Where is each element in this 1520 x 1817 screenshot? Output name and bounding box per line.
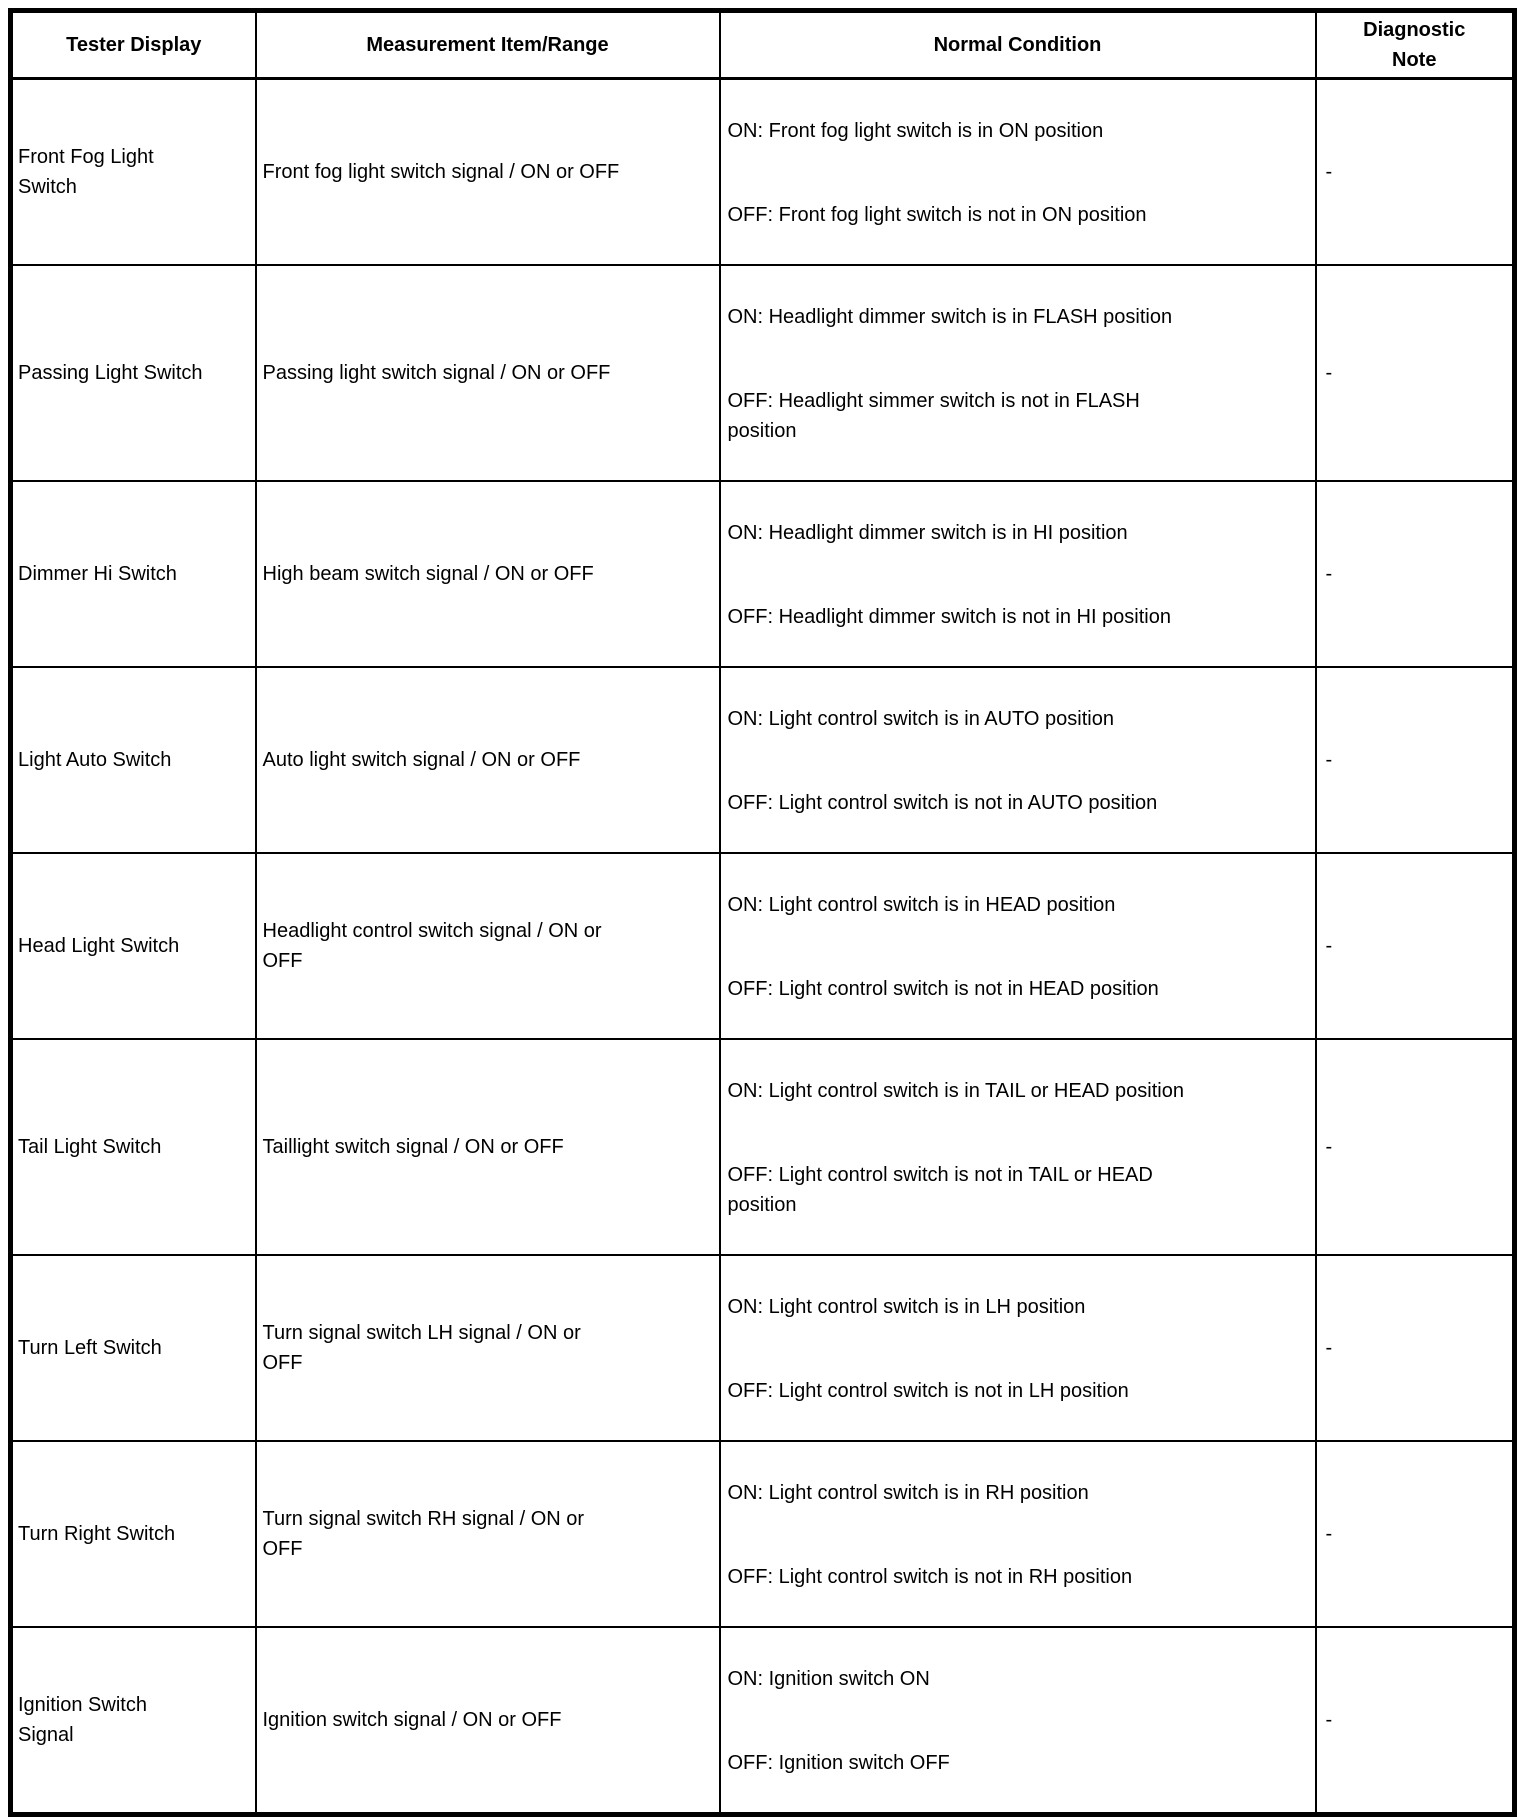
table-row: Dimmer Hi Switch High beam switch signal… [9, 480, 1516, 668]
normal-condition-cell: ON: Headlight dimmer switch is in FLASH … [718, 264, 1317, 482]
diagnostic-note-cell: - [1314, 480, 1516, 668]
condition-on-text: ON: Front fog light switch is in ON posi… [727, 120, 1104, 142]
measurement-item-cell: Turn signal switch LH signal / ON or OFF [254, 1254, 721, 1442]
normal-condition-cell: ON: Light control switch is in RH positi… [718, 1440, 1317, 1628]
diagnostic-note-cell: - [1314, 264, 1516, 482]
normal-condition-cell: ON: Headlight dimmer switch is in HI pos… [718, 480, 1317, 668]
condition-off-text: OFF: Light control switch is not in LH p… [727, 1380, 1129, 1402]
tester-display-cell: Passing Light Switch [9, 264, 257, 482]
tester-display-cell: Tail Light Switch [9, 1038, 257, 1256]
normal-condition-cell: ON: Light control switch is in AUTO posi… [718, 666, 1317, 854]
condition-on-text: ON: Headlight dimmer switch is in FLASH … [727, 306, 1173, 328]
condition-off-text: OFF: Light control switch is not in AUTO… [727, 792, 1158, 814]
condition-on-text: ON: Light control switch is in HEAD posi… [727, 894, 1116, 916]
table-row: Passing Light Switch Passing light switc… [9, 264, 1516, 482]
table-row: Tail Light Switch Taillight switch signa… [9, 1038, 1516, 1256]
measurement-item-cell: Turn signal switch RH signal / ON or OFF [254, 1440, 721, 1628]
column-header-measurement-item-range: Measurement Item/Range [254, 9, 721, 80]
condition-on-text: ON: Light control switch is in AUTO posi… [727, 708, 1114, 730]
diagnostic-note-cell: - [1314, 852, 1516, 1040]
tester-display-cell: Ignition Switch Signal [9, 1626, 257, 1816]
tester-display-cell: Front Fog Light Switch [9, 77, 257, 266]
measurement-item-cell: High beam switch signal / ON or OFF [254, 480, 721, 668]
condition-off-text: OFF: Headlight dimmer switch is not in H… [727, 606, 1172, 628]
measurement-item-cell: Front fog light switch signal / ON or OF… [254, 77, 721, 266]
measurement-item-cell: Passing light switch signal / ON or OFF [254, 264, 721, 482]
column-header-diagnostic-note: Diagnostic Note [1314, 9, 1516, 80]
column-header-tester-display: Tester Display [9, 9, 257, 80]
table-row: Light Auto Switch Auto light switch sign… [9, 666, 1516, 854]
column-header-normal-condition: Normal Condition [718, 9, 1317, 80]
normal-condition-cell: ON: Light control switch is in TAIL or H… [718, 1038, 1317, 1256]
table-row: Turn Left Switch Turn signal switch LH s… [9, 1254, 1516, 1442]
normal-condition-cell: ON: Light control switch is in LH positi… [718, 1254, 1317, 1442]
diagnostic-note-cell: - [1314, 1038, 1516, 1256]
condition-off-text: OFF: Ignition switch OFF [727, 1752, 950, 1774]
normal-condition-cell: ON: Ignition switch ON OFF: Ignition swi… [718, 1626, 1317, 1816]
tester-display-cell: Turn Right Switch [9, 1440, 257, 1628]
table-row: Head Light Switch Headlight control swit… [9, 852, 1516, 1040]
diagnostic-note-cell: - [1314, 666, 1516, 854]
diagnostic-note-cell: - [1314, 1626, 1516, 1816]
measurement-item-cell: Headlight control switch signal / ON or … [254, 852, 721, 1040]
tester-display-cell: Light Auto Switch [9, 666, 257, 854]
measurement-item-cell: Ignition switch signal / ON or OFF [254, 1626, 721, 1816]
table-row: Front Fog Light Switch Front fog light s… [9, 77, 1516, 266]
measurement-item-cell: Auto light switch signal / ON or OFF [254, 666, 721, 854]
diagnostic-note-cell: - [1314, 1440, 1516, 1628]
manual-page: Tester Display Measurement Item/Range No… [8, 8, 1517, 1817]
table-row: Ignition Switch Signal Ignition switch s… [9, 1626, 1516, 1816]
diagnostic-note-cell: - [1314, 1254, 1516, 1442]
normal-condition-cell: ON: Front fog light switch is in ON posi… [718, 77, 1317, 266]
condition-on-text: ON: Headlight dimmer switch is in HI pos… [727, 522, 1128, 544]
table-header-row: Tester Display Measurement Item/Range No… [9, 9, 1516, 80]
measurement-item-cell: Taillight switch signal / ON or OFF [254, 1038, 721, 1256]
condition-off-text: OFF: Headlight simmer switch is not in F… [727, 390, 1140, 442]
diagnostic-data-table: Tester Display Measurement Item/Range No… [8, 8, 1517, 1817]
tester-display-cell: Turn Left Switch [9, 1254, 257, 1442]
table-row: Turn Right Switch Turn signal switch RH … [9, 1440, 1516, 1628]
condition-off-text: OFF: Front fog light switch is not in ON… [727, 204, 1147, 226]
condition-off-text: OFF: Light control switch is not in RH p… [727, 1566, 1133, 1588]
condition-on-text: ON: Ignition switch ON [727, 1668, 930, 1690]
condition-on-text: ON: Light control switch is in LH positi… [727, 1296, 1086, 1318]
normal-condition-cell: ON: Light control switch is in HEAD posi… [718, 852, 1317, 1040]
condition-on-text: ON: Light control switch is in RH positi… [727, 1482, 1089, 1504]
condition-on-text: ON: Light control switch is in TAIL or H… [727, 1080, 1184, 1102]
diagnostic-note-cell: - [1314, 77, 1516, 266]
tester-display-cell: Dimmer Hi Switch [9, 480, 257, 668]
condition-off-text: OFF: Light control switch is not in HEAD… [727, 978, 1159, 1000]
condition-off-text: OFF: Light control switch is not in TAIL… [727, 1164, 1153, 1216]
tester-display-cell: Head Light Switch [9, 852, 257, 1040]
